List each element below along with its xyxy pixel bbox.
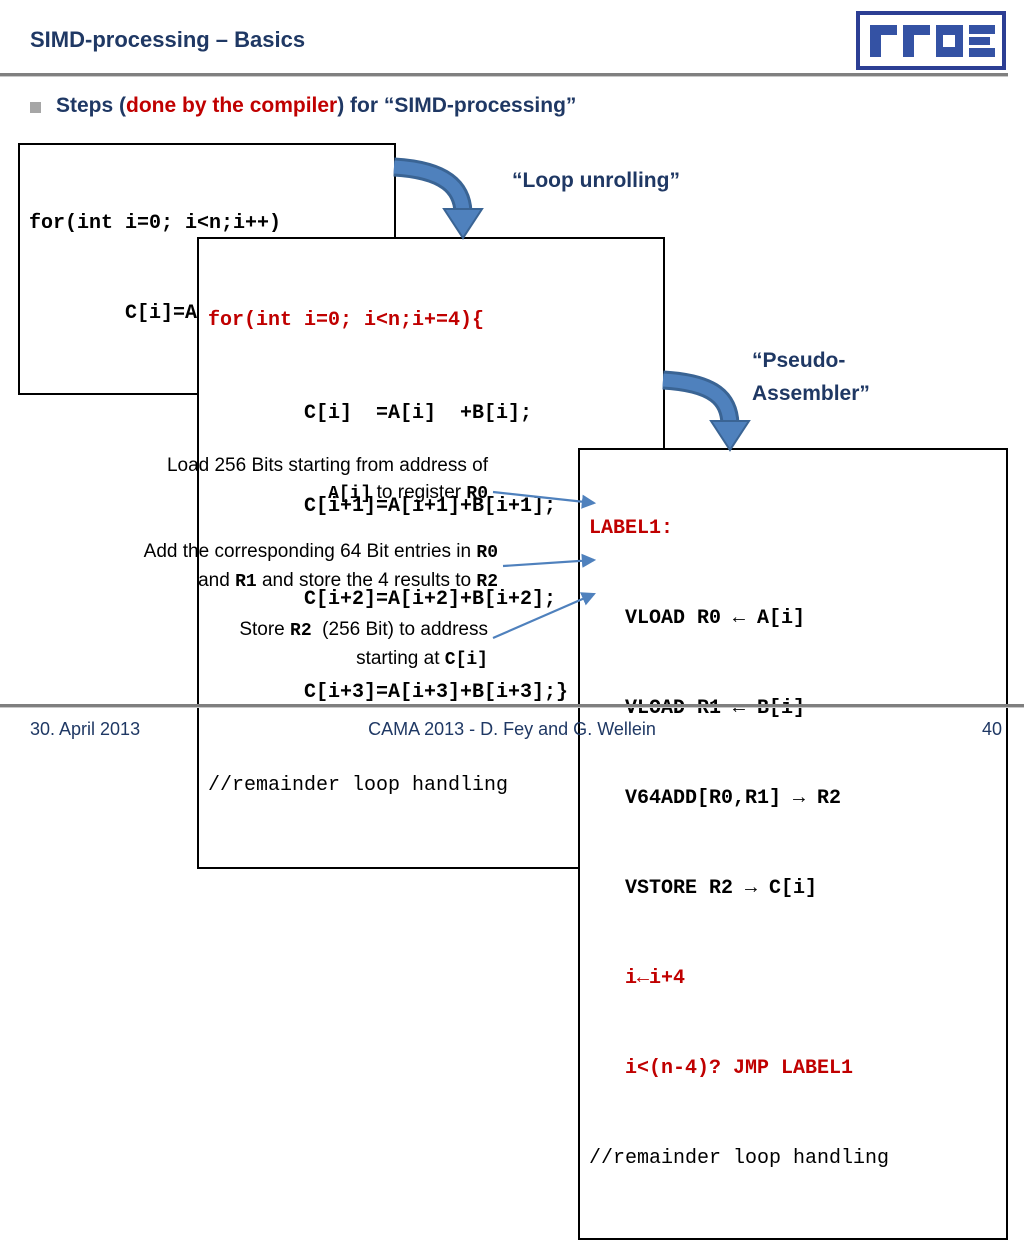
annotation-text: (256 Bit) to address (311, 619, 488, 640)
annotation-line: Load 256 Bits starting from address of (30, 452, 488, 479)
logo-glyph-r1 (870, 25, 897, 57)
pseudo-assembler-label-line1: “Pseudo- (752, 349, 846, 372)
header-divider (0, 73, 1008, 77)
logo-glyph-e-bot (969, 48, 995, 57)
annotation-code: R0 (466, 484, 488, 504)
annotation-code: R2 (476, 572, 498, 592)
logo-glyph-z-notch (943, 35, 955, 47)
annotation-line: A[i] to register R0 (30, 479, 488, 508)
annotation-vload: Load 256 Bits starting from address of A… (30, 452, 488, 508)
rrze-logo (856, 11, 1006, 70)
footer-center-text: CAMA 2013 - D. Fey and G. Wellein (368, 719, 656, 739)
annotation-text: Add the corresponding 64 Bit entries in (143, 541, 477, 562)
annotation-text: and (198, 570, 236, 591)
annotation-text: Store (239, 619, 291, 640)
code-line: C[i+3]=A[i+3]+B[i+3];} (208, 681, 569, 704)
code-line: LABEL1: (589, 517, 674, 540)
annotation-line: and R1 and store the 4 results to R2 (30, 567, 498, 596)
annotation-line: Add the corresponding 64 Bit entries in … (30, 538, 498, 567)
code-line: for(int i=0; i<n;i++) (29, 212, 282, 235)
logo-glyph-e-top (969, 25, 995, 34)
annotation-line: Store R2 (256 Bit) to address (30, 616, 488, 645)
slide-title: SIMD-processing – Basics (30, 27, 306, 52)
annotation-code: R2 (290, 621, 312, 641)
bullet-prefix: Steps ( (56, 94, 127, 117)
annotation-code: C[i] (444, 650, 488, 670)
code-line: VLOAD R0 ← A[i] (589, 607, 806, 630)
logo-glyph-e-mid (969, 37, 990, 45)
code-line: for(int i=0; i<n;i+=4){ (208, 309, 485, 332)
annotation-v64add: Add the corresponding 64 Bit entries in … (30, 538, 498, 596)
pseudo-assembler-label: “Pseudo- Assembler” (752, 344, 870, 410)
code-line: C[i] =A[i] +B[i]; (208, 402, 533, 425)
annotation-code: A[i] (328, 484, 372, 504)
code-line: i←i+4 (589, 967, 686, 990)
code-line: i<(n-4)? JMP LABEL1 (589, 1057, 854, 1080)
annotation-text: Load 256 Bits starting from address of (166, 455, 488, 476)
footer-date: 30. April 2013 (30, 719, 141, 739)
logo-glyph-r2 (903, 25, 930, 57)
annotation-vstore: Store R2 (256 Bit) to address starting a… (30, 616, 488, 674)
bullet-square-icon (30, 102, 41, 113)
pseudo-assembler-label-line2: Assembler” (752, 382, 870, 405)
code-line: //remainder loop handling (589, 1147, 890, 1170)
footer-page-number: 40 (981, 719, 1002, 739)
flow-arrow-loop-unroll-icon (393, 157, 484, 240)
annotation-text: and store the 4 results to (256, 570, 477, 591)
flow-arrow-pseudo-assembler-icon (662, 370, 751, 452)
bullet-highlight: done by the compiler (126, 94, 338, 117)
annotation-text: starting at (356, 648, 445, 669)
annotation-text: to register (371, 482, 467, 503)
code-line: V64ADD[R0,R1] → R2 (589, 787, 842, 810)
bullet-suffix: ) for “SIMD-processing” (337, 94, 577, 117)
annotation-code: R0 (476, 543, 498, 563)
code-line: VSTORE R2 → C[i] (589, 877, 818, 900)
code-line: VLOAD R1 ← B[i] (589, 697, 806, 720)
annotation-code: R1 (235, 572, 257, 592)
loop-unrolling-label: “Loop unrolling” (512, 169, 680, 192)
bullet-text: Steps (done by the compiler) for “SIMD-p… (56, 94, 576, 118)
bullet-line: Steps (done by the compiler) for “SIMD-p… (30, 94, 576, 118)
annotation-line: starting at C[i] (30, 645, 488, 674)
footer-divider (0, 704, 1024, 708)
assembler-code-box: LABEL1: VLOAD R0 ← A[i] VLOAD R1 ← B[i] … (578, 448, 1008, 1240)
